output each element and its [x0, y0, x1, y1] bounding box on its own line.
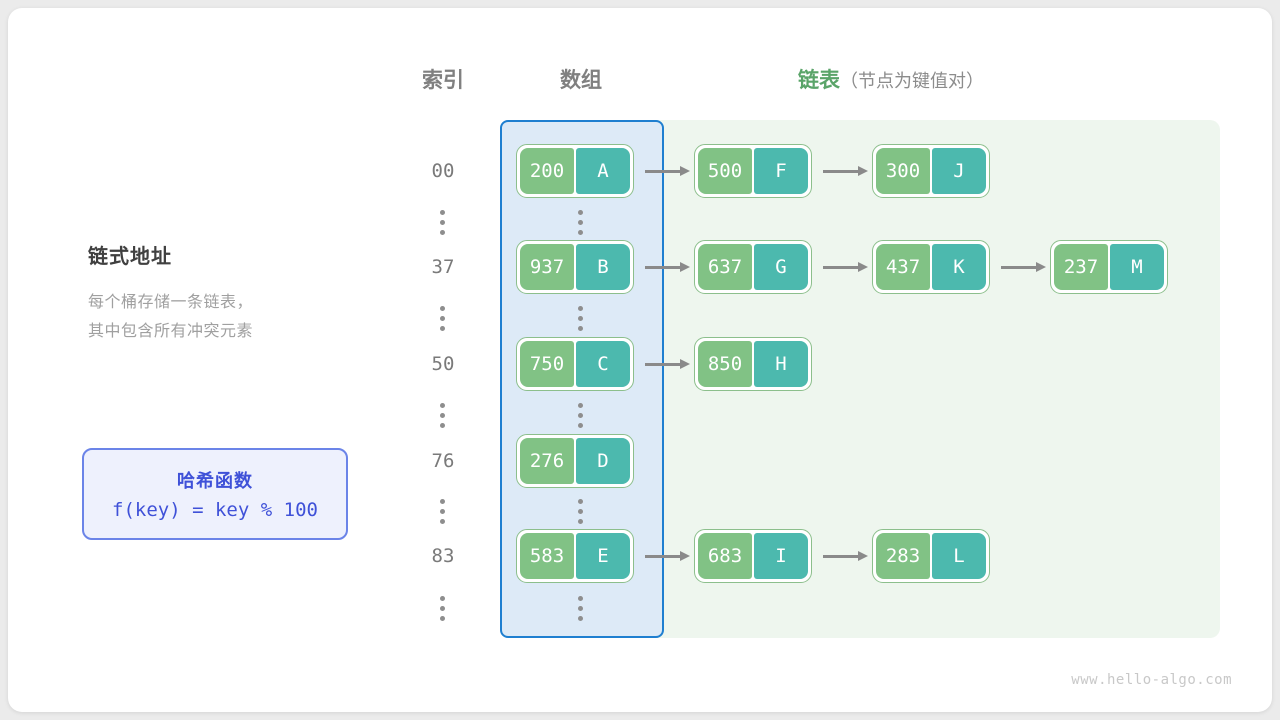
next-pointer-arrow [823, 262, 868, 272]
header-linkedlist-main: 链表 [798, 69, 840, 92]
node-value: C [576, 341, 630, 387]
header-linkedlist: 链表（节点为键值对） [798, 64, 984, 94]
next-pointer-arrow [823, 166, 868, 176]
node-key: 237 [1054, 244, 1108, 290]
bucket-index-label: 00 [431, 160, 455, 182]
hash-function-box: 哈希函数 f(key) = key % 100 [82, 448, 348, 540]
header-index: 索引 [422, 69, 464, 92]
node-value: F [754, 148, 808, 194]
hash-function-title: 哈希函数 [177, 471, 253, 491]
node-key: 276 [520, 438, 574, 484]
next-pointer-arrow [645, 551, 690, 561]
index-ellipsis [440, 306, 445, 331]
node-value: L [932, 533, 986, 579]
index-ellipsis [440, 596, 445, 621]
node-value: I [754, 533, 808, 579]
description-line-2: 其中包含所有冲突元素 [88, 323, 254, 340]
node-value: A [576, 148, 630, 194]
node-value: H [754, 341, 808, 387]
array-ellipsis [578, 596, 583, 621]
description-title: 链式地址 [88, 246, 172, 268]
node-key: 850 [698, 341, 752, 387]
index-ellipsis [440, 499, 445, 524]
watermark: www.hello-algo.com [1071, 672, 1232, 688]
diagram-card: 索引 数组 链表（节点为键值对） 链式地址 每个桶存储一条链表， 其中包含所有冲… [8, 8, 1272, 712]
node-value: E [576, 533, 630, 579]
next-pointer-arrow [645, 166, 690, 176]
array-ellipsis [578, 210, 583, 235]
header-linkedlist-sub: （节点为键值对） [840, 71, 984, 91]
hash-function-formula: f(key) = key % 100 [112, 499, 318, 521]
node-key: 637 [698, 244, 752, 290]
next-pointer-arrow [645, 359, 690, 369]
description-body: 每个桶存储一条链表， 其中包含所有冲突元素 [88, 288, 253, 346]
node-key: 583 [520, 533, 574, 579]
node-key: 750 [520, 341, 574, 387]
index-ellipsis [440, 403, 445, 428]
node-value: G [754, 244, 808, 290]
header-array: 数组 [560, 69, 602, 92]
description-line-1: 每个桶存储一条链表， [88, 294, 254, 311]
bucket-index-label: 50 [431, 353, 455, 375]
node-key: 437 [876, 244, 930, 290]
bucket-index-label: 83 [431, 545, 455, 567]
node-value: D [576, 438, 630, 484]
node-key: 200 [520, 148, 574, 194]
index-ellipsis [440, 210, 445, 235]
array-ellipsis [578, 403, 583, 428]
node-key: 300 [876, 148, 930, 194]
next-pointer-arrow [1001, 262, 1046, 272]
node-value: M [1110, 244, 1164, 290]
node-key: 937 [520, 244, 574, 290]
node-value: J [932, 148, 986, 194]
bucket-index-label: 76 [431, 450, 455, 472]
node-value: K [932, 244, 986, 290]
next-pointer-arrow [823, 551, 868, 561]
array-ellipsis [578, 499, 583, 524]
next-pointer-arrow [645, 262, 690, 272]
array-ellipsis [578, 306, 583, 331]
bucket-index-label: 37 [431, 256, 455, 278]
node-key: 683 [698, 533, 752, 579]
node-key: 500 [698, 148, 752, 194]
node-value: B [576, 244, 630, 290]
node-key: 283 [876, 533, 930, 579]
